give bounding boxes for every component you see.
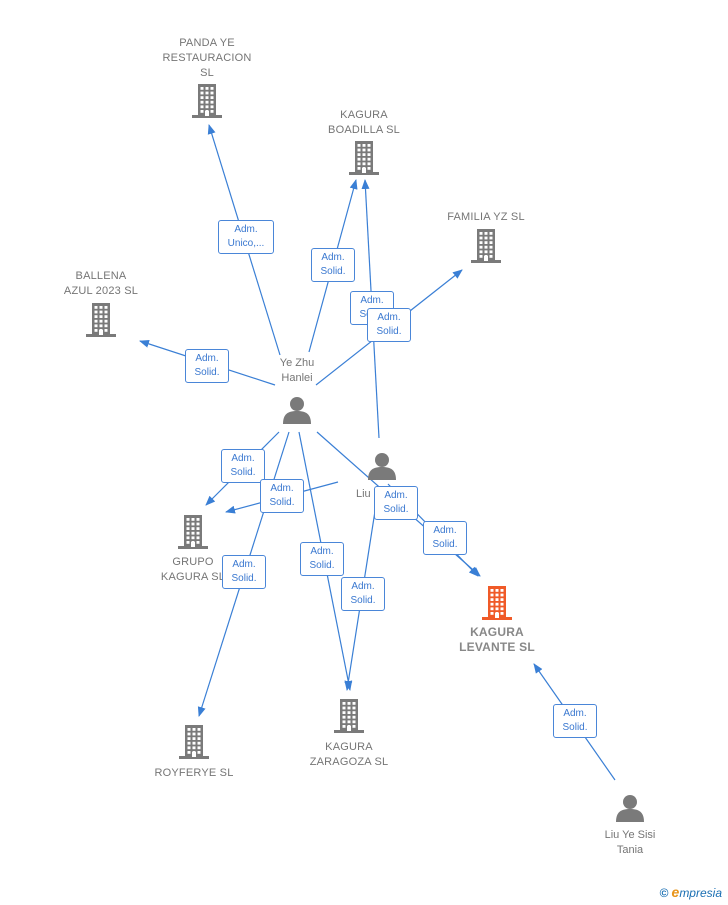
edge-role-label[interactable]: Adm. Solid. bbox=[341, 577, 385, 611]
node-label-ballena[interactable]: BALLENA AZUL 2023 SL bbox=[63, 270, 139, 297]
node-label-panda[interactable]: PANDA YE RESTAURACION SL bbox=[162, 37, 252, 79]
building-icon[interactable] bbox=[86, 303, 116, 337]
brand-logo: ©empresia bbox=[660, 884, 722, 900]
building-icon[interactable] bbox=[349, 141, 379, 175]
edge-role-label[interactable]: Adm. Solid. bbox=[311, 248, 355, 282]
edge-role-label[interactable]: Adm. Solid. bbox=[221, 449, 265, 483]
edge-role-label[interactable]: Adm. Solid. bbox=[553, 704, 597, 738]
edge-role-label[interactable]: Adm. Solid. bbox=[300, 542, 344, 576]
node-label-royferye[interactable]: ROYFERYE SL bbox=[154, 767, 234, 779]
person-icon[interactable] bbox=[616, 795, 644, 822]
node-label-boadilla[interactable]: KAGURA BOADILLA SL bbox=[328, 109, 400, 136]
edge-role-label[interactable]: Adm. Solid. bbox=[374, 486, 418, 520]
brand-initial: e bbox=[671, 884, 680, 900]
node-label-grupo[interactable]: GRUPO KAGURA SL bbox=[160, 556, 226, 583]
node-label-yezhu[interactable]: Ye Zhu Hanlei bbox=[279, 357, 315, 384]
node-label-familia[interactable]: FAMILIA YZ SL bbox=[447, 211, 525, 223]
edge-role-label[interactable]: Adm. Solid. bbox=[423, 521, 467, 555]
node-label-sisi[interactable]: Liu Ye Sisi Tania bbox=[604, 829, 656, 856]
edge-role-label[interactable]: Adm. Unico,... bbox=[218, 220, 274, 254]
copyright-symbol: © bbox=[659, 886, 669, 900]
edge-role-label[interactable]: Adm. Solid. bbox=[185, 349, 229, 383]
edge-role-label[interactable]: Adm. Solid. bbox=[222, 555, 266, 589]
building-icon[interactable] bbox=[334, 699, 364, 733]
brand-name: mpresia bbox=[679, 886, 722, 900]
node-label-zaragoza[interactable]: KAGURA ZARAGOZA SL bbox=[309, 741, 389, 768]
building-icon[interactable] bbox=[482, 586, 512, 620]
building-icon[interactable] bbox=[192, 84, 222, 118]
building-icon[interactable] bbox=[178, 515, 208, 549]
person-icon[interactable] bbox=[368, 453, 396, 480]
building-icon[interactable] bbox=[179, 725, 209, 759]
node-label-levante[interactable]: KAGURA LEVANTE SL bbox=[459, 625, 535, 654]
building-icon[interactable] bbox=[471, 229, 501, 263]
edge-role-label[interactable]: Adm. Solid. bbox=[260, 479, 304, 513]
edge-role-label[interactable]: Adm. Solid. bbox=[367, 308, 411, 342]
person-icon[interactable] bbox=[283, 397, 311, 424]
